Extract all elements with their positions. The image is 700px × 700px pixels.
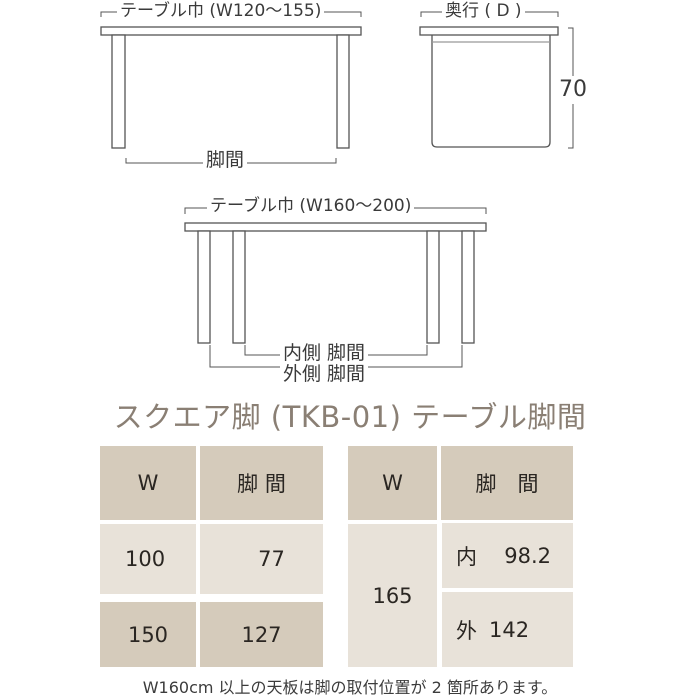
row-2-w: 150 [100, 602, 196, 667]
header-leg-span: 脚 間 [441, 446, 573, 520]
header-w: W [348, 446, 437, 520]
large-table-top [184, 222, 487, 232]
side-view-top [419, 26, 559, 36]
small-table-leg-left [111, 34, 126, 149]
large-table-leg-inner-left [232, 230, 246, 344]
large-table-width-label: テーブル巾 (W160〜200) [207, 196, 415, 216]
footnote: W160cm 以上の天板は脚の取付位置が 2 箇所あります。 [142, 678, 558, 697]
w-165-cell: 165 [348, 524, 437, 667]
section-title: スクエア脚 (TKB-01) テーブル脚間 [113, 400, 587, 434]
row-1-span: 77 [200, 524, 323, 594]
side-view-depth-label: 奥行 ( D ) [442, 1, 525, 21]
outer-span-row: 外 142 [442, 592, 573, 667]
side-view-frame [431, 35, 551, 148]
side-view-height-label: 70 [559, 76, 587, 104]
row-1-w: 100 [100, 524, 196, 594]
inner-label: 内 [456, 544, 477, 569]
large-table-leg-outer-right [461, 230, 475, 344]
small-table-leg-right [336, 34, 350, 149]
inner-leg-span-label: 内側 脚間 [280, 343, 369, 363]
inner-value: 98.2 [504, 543, 551, 568]
outer-value: 142 [489, 617, 530, 642]
outer-label: 外 [456, 618, 477, 643]
large-table-leg-outer-left [197, 230, 211, 344]
small-table-width-label: テーブル巾 (W120〜155) [117, 1, 325, 21]
small-table-leg-span-label: 脚間 [203, 150, 248, 170]
large-table-leg-inner-right [426, 230, 440, 344]
header-w: W [100, 446, 196, 520]
small-table-top [100, 26, 362, 36]
row-2-span: 127 [200, 602, 323, 667]
inner-span-row: 内 98.2 [442, 523, 573, 588]
header-leg-span: 脚 間 [200, 446, 323, 520]
outer-leg-span-label: 外側 脚間 [280, 364, 369, 384]
